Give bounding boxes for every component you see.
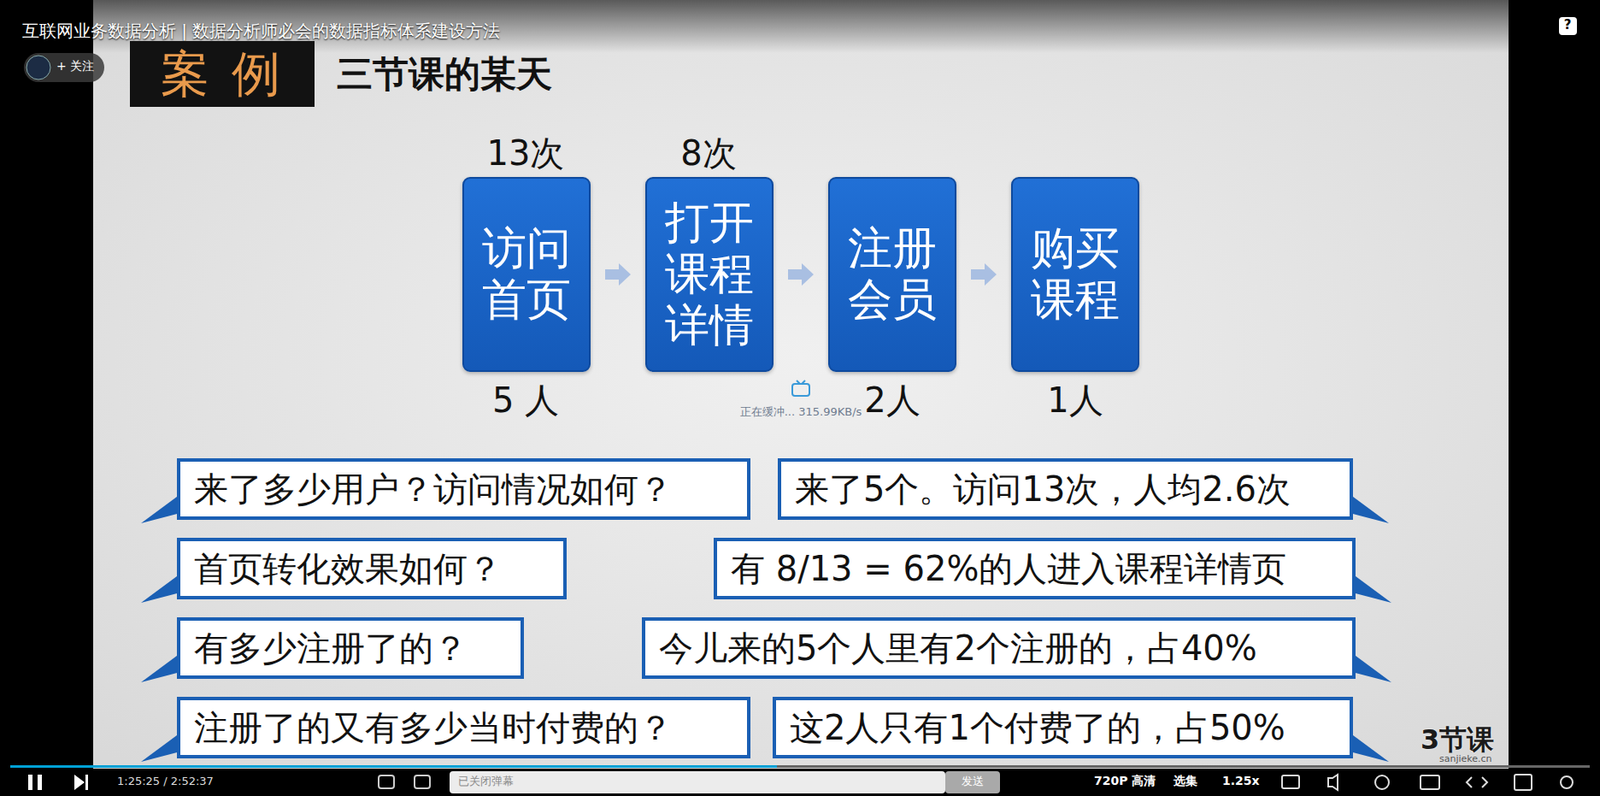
danmaku-input — [449, 770, 946, 794]
bubble-tail — [1352, 568, 1394, 606]
node-text: 有多少注册了的？ — [194, 627, 468, 669]
progress-track — [10, 764, 1590, 768]
pause-icon — [28, 774, 42, 790]
question-bubble: 首页转化效果如何？ — [176, 537, 567, 600]
video-title: 互联网业务数据分析 | 数据分析师必会的数据指标体系建设方法 — [22, 20, 500, 42]
flow-arrow — [788, 263, 814, 286]
watermark-logo: 3节课 — [1420, 723, 1495, 756]
quality-button: 720P 高清 — [1094, 773, 1156, 789]
bubble-tail — [1349, 727, 1391, 765]
node-text: 购买 课程 — [1026, 223, 1124, 326]
episode-button: 选集 — [1173, 773, 1198, 789]
process-box: 购买 课程 — [1011, 176, 1140, 372]
help-icon-text: ? — [1564, 17, 1572, 33]
user-count: 5 人 — [492, 379, 559, 421]
answer-bubble: 有 8/13 = 62%的人进入课程详情页 — [713, 537, 1356, 600]
flow-arrow — [970, 263, 997, 286]
danmaku-icons — [378, 775, 430, 789]
visit-count: 8次 — [680, 132, 736, 174]
node-text: 案 例 — [160, 49, 284, 99]
buffer-tv-icon — [792, 380, 810, 396]
user-count: 2人 — [864, 379, 920, 421]
node-text: 访问 首页 — [477, 223, 576, 326]
send-button — [945, 770, 1000, 794]
question-bubble: 来了多少用户？访问情况如何？ — [176, 458, 751, 520]
node-text: 注册 会员 — [843, 223, 942, 326]
bubble-tail — [139, 568, 181, 606]
slide-heading: 三节课的某天 — [336, 52, 553, 96]
next-icon — [74, 774, 89, 790]
node-text: 来了多少用户？访问情况如何？ — [194, 468, 673, 510]
avatar — [26, 55, 51, 80]
node-text: 今儿来的5个人里有2个注册的，占40% — [658, 627, 1258, 669]
help-icon — [1558, 17, 1577, 36]
bubble-tail — [1349, 488, 1391, 527]
watermark-url: sanjieke.cn — [1439, 752, 1493, 765]
flow-arrow — [605, 263, 631, 286]
bubble-tail — [139, 488, 181, 527]
progress-played — [10, 764, 777, 768]
node-text: 注册了的又有多少当时付费的？ — [194, 706, 673, 748]
answer-bubble: 今儿来的5个人里有2个注册的，占40% — [641, 617, 1356, 679]
follow-button: + 关注 — [56, 58, 95, 74]
node-text: 打开 课程 详情 — [660, 197, 759, 351]
node-text: 首页转化效果如何？ — [194, 547, 502, 589]
user-count: 1人 — [1047, 379, 1103, 421]
slide-ground — [93, 0, 1509, 796]
visit-count: 13次 — [487, 132, 565, 174]
question-bubble: 有多少注册了的？ — [176, 617, 524, 679]
process-box: 打开 课程 详情 — [645, 176, 774, 372]
control-bar — [0, 768, 1600, 796]
question-bubble: 注册了的又有多少当时付费的？ — [176, 696, 751, 759]
danmaku-placeholder: 已关闭弹幕 — [458, 774, 514, 789]
time-display: 1:25:25 / 2:52:37 — [117, 774, 214, 789]
right-control-icons — [1282, 774, 1573, 790]
answer-bubble: 这2人只有1个付费了的，占50% — [772, 696, 1353, 759]
follow-pill — [23, 52, 105, 83]
process-box: 访问 首页 — [462, 176, 591, 372]
buffer-status: 正在缓冲... 315.99KB/s — [740, 405, 863, 419]
bubble-tail — [1352, 647, 1394, 686]
send-button-text: 发送 — [961, 774, 984, 789]
bubble-tail — [139, 727, 181, 765]
case-badge: 案 例 — [129, 41, 315, 107]
process-box: 注册 会员 — [828, 176, 957, 372]
answer-bubble: 来了5个。访问13次，人均2.6次 — [777, 458, 1353, 520]
bubble-tail — [139, 647, 181, 686]
node-text: 这2人只有1个付费了的，占50% — [789, 706, 1286, 748]
speed-button: 1.25x — [1222, 773, 1260, 789]
node-text: 来了5个。访问13次，人均2.6次 — [794, 468, 1291, 510]
node-text: 有 8/13 = 62%的人进入课程详情页 — [730, 547, 1287, 589]
